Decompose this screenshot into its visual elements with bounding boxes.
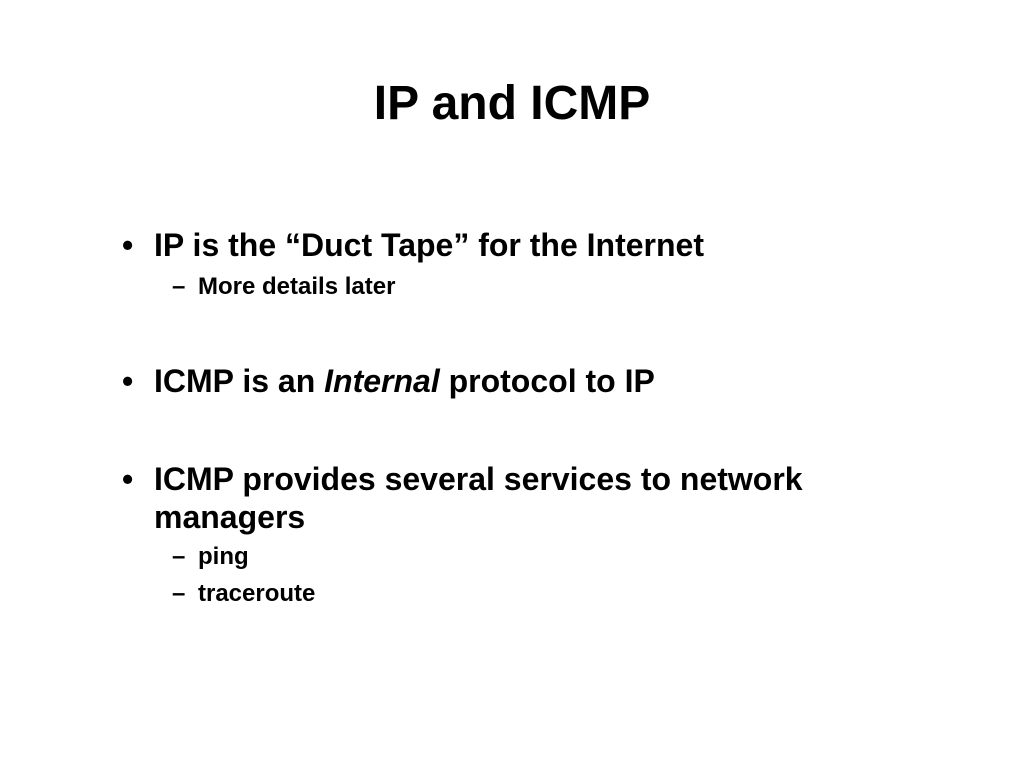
bullet-marker: •: [122, 461, 134, 497]
sub-bullet-marker: –: [172, 273, 186, 300]
bullet-text: ICMP is an Internal protocol to IP: [154, 362, 655, 400]
slide-title: IP and ICMP: [373, 77, 651, 130]
sub-bullet-text: More details later: [198, 273, 396, 300]
sub-bullet-marker: –: [172, 580, 186, 607]
sub-bullet-text: ping: [198, 543, 249, 570]
bullet-marker: •: [122, 363, 134, 399]
bullet-text: IP is the “Duct Tape” for the Internet: [154, 227, 704, 263]
bullet-text-line: ICMP provides several services to networ…: [154, 461, 803, 497]
bullet-marker: •: [122, 227, 134, 263]
bullet-text-emphasis: Internal: [324, 363, 440, 399]
bullet-text-part: protocol to IP: [439, 363, 655, 399]
sub-bullet-text: traceroute: [198, 580, 316, 607]
sub-bullet-marker: –: [172, 543, 186, 570]
bullet-text-line: managers: [154, 499, 306, 535]
bullet-text-part: ICMP is an: [154, 363, 325, 399]
